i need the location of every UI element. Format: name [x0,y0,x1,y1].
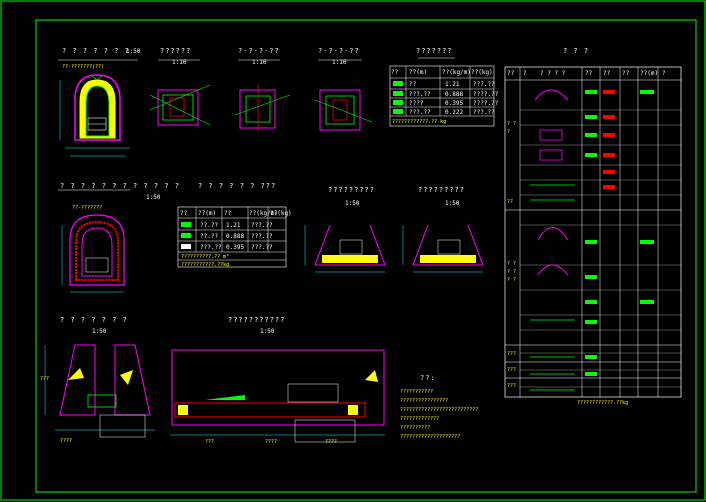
top-table-r3c3: ???.?? [473,109,495,116]
mid-table-r0c1: ??.?? [200,222,219,229]
view1-title: ? ? ? ? ? ? ? [62,47,130,55]
dim-1: ??? [40,376,50,382]
top-table-h3: ??(kg) [471,69,493,76]
top-table-r1c3: ????.?? [473,91,499,98]
small-table-title: ? ? ? ? ? ? ??? [198,182,277,190]
mid-table-total1: ??????????.?? m³ [181,254,230,260]
mid-table-r1c2: 0.888 [226,233,245,240]
view2-title: ? ? ? ? ? ? ? ? ? ? ? ? [60,182,180,190]
mid-table-r1c1: ??.?? [200,233,219,240]
note-line-4: ?????????? [400,425,431,431]
dim-3: ??? [205,439,215,445]
section-a-scale: 1:50 [345,200,360,207]
right-table-h5: ?? [622,70,630,77]
section-d-scale: 1:50 [260,328,275,335]
section-c [44,344,155,438]
top-table-h0: ?? [391,69,399,76]
right-group-4: ??? [507,367,517,373]
right-group-0: ? ? ? [507,121,517,135]
mid-table-h1: ??(m) [198,210,217,217]
dim-5: ???? [325,439,338,445]
mid-table-total2: ???????????.??kg [181,262,230,268]
top-table-r2c3: ????.?? [473,100,499,107]
sheet-inner-frame [35,19,697,493]
mid-table-r1c3: ???.?? [251,233,273,240]
view1-scale: 1:50 [126,48,141,55]
mid-table-h3: ??(kg/m) [249,210,278,217]
view1-label: ??-???????(??) [62,64,105,70]
right-table-h7: ? [662,70,666,77]
top-table-r1c2: 0.888 [445,91,464,98]
detail3-scale: 1:10 [332,59,347,66]
detail2-title: ?-?-?-?? [238,47,280,55]
mid-table-r2c3: ???.?? [251,244,273,251]
note-line-5: ???????????????????? [400,434,461,440]
top-table-r3c2: 0.222 [445,109,464,116]
section-d [170,349,385,443]
dim-2: ???? [60,438,73,444]
right-table-h3: ?? [585,70,593,77]
note-line-0: ??????????? [400,389,434,395]
right-group-2: ? ? ? ? ? ? [507,261,517,283]
detail1-scale: 1:10 [172,59,187,66]
mid-table-h2: ?? [224,210,232,217]
right-table-h1: ? [523,70,527,77]
tunnel-section-1 [58,59,138,157]
detail-2 [234,59,291,132]
section-a-title: ????????? [328,186,375,194]
detail-1 [149,59,211,126]
right-table-h6: ??(m) [640,70,659,77]
top-table-h1: ??(m) [409,69,428,76]
section-b-title: ????????? [418,186,465,194]
top-table-r2c2: 0.395 [445,100,464,107]
top-table-total: ????????????.?? kg [392,119,447,125]
rebar-table-top [389,57,495,127]
note-line-2: ?????????????????????????? [400,407,479,413]
top-table-r1c1: ???.?? [409,91,431,98]
section-b [402,224,484,273]
mid-table-h0: ?? [180,210,188,217]
detail2-scale: 1:10 [252,59,267,66]
right-table-title: ? ? ? [563,47,590,55]
tunnel-section-2 [58,189,130,293]
rebar-table-mid [177,206,287,268]
top-table-h2: ??(kg/m) [442,69,471,76]
note-line-3: ????????????? [400,416,440,422]
view2-scale: 1:50 [146,194,161,201]
right-table-h2: ? ? ? ? [540,70,566,77]
top-table-title: ??????? [416,47,453,55]
mid-table-r0c3: ???.?? [251,222,273,229]
section-d-title: ??????????? [228,316,286,324]
right-group-3: ??? [507,351,517,357]
detail3-title: ?-?-?-?? [318,47,360,55]
note-line-1: ???????????????? [400,398,449,404]
right-table-h4: ?? [603,70,611,77]
view2-label: ??-??????? [72,205,103,211]
mid-table-h4: ??(kg) [270,210,292,217]
mid-table-r2c1: ???.?? [200,244,222,251]
top-table-r3c1: ???.?? [409,109,431,116]
materials-table-right [504,66,682,398]
right-table-total: ????????????.??kg [577,400,629,406]
mid-table-r2c2: 0.395 [226,244,245,251]
section-a [304,224,386,273]
section-c-title: ? ? ? ? ? ? ? [60,316,128,324]
right-table-h0: ?? [507,70,515,77]
top-table-r2c1: ???? [409,100,424,107]
top-table-r0c3: ???.?? [473,81,495,88]
section-b-scale: 1:50 [445,200,460,207]
top-table-r0c1: ?? [409,81,417,88]
mid-table-r0c2: 1.21 [226,222,241,229]
right-group-5: ??? [507,383,517,389]
dim-4: ???? [265,439,278,445]
detail-3 [314,59,373,131]
section-c-scale: 1:50 [92,328,107,335]
right-group-1: ?? [507,199,514,205]
top-table-r0c2: 1.21 [445,81,460,88]
notes-title: ??: [420,374,436,382]
detail1-title: ?????? [160,47,192,55]
